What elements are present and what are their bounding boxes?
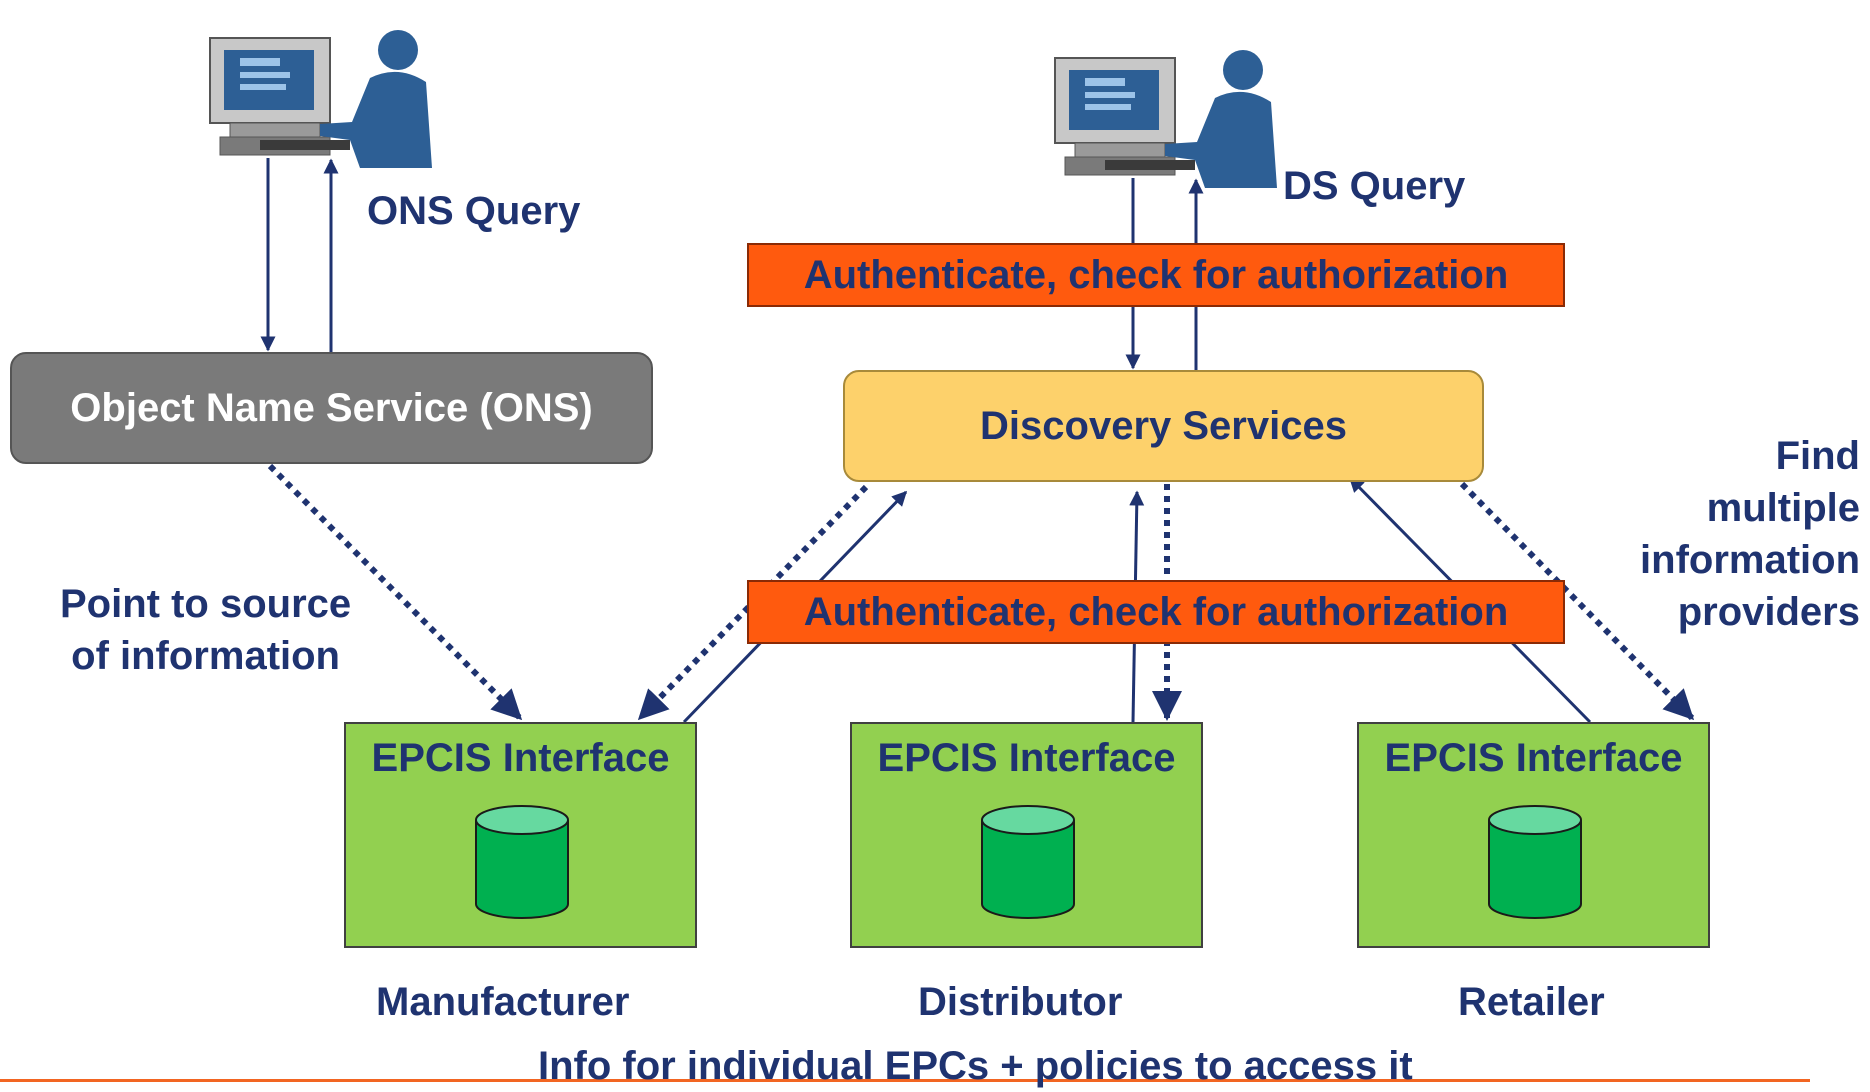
database-icon bbox=[475, 805, 569, 919]
owner-label-retailer: Retailer bbox=[1458, 980, 1605, 1024]
auth-bar-top: Authenticate, check for authorization bbox=[747, 243, 1565, 307]
epcis-box-retailer: EPCIS Interface bbox=[1357, 722, 1710, 948]
auth-bar-bottom-label: Authenticate, check for authorization bbox=[803, 589, 1509, 634]
epcis-box-distributor: EPCIS Interface bbox=[850, 722, 1203, 948]
epcis-title: EPCIS Interface bbox=[877, 736, 1176, 780]
ons-box-label: Object Name Service (ONS) bbox=[70, 385, 593, 430]
ons-box: Object Name Service (ONS) bbox=[10, 352, 653, 464]
user-at-computer-icon bbox=[1054, 50, 1277, 188]
auth-bar-bottom: Authenticate, check for authorization bbox=[747, 580, 1565, 644]
discovery-services-box: Discovery Services bbox=[843, 370, 1484, 482]
point-to-source-label: Point to source of information bbox=[60, 582, 352, 678]
epcis-title: EPCIS Interface bbox=[1384, 736, 1683, 780]
footer-rule bbox=[0, 1079, 1810, 1082]
ons-query-label: ONS Query bbox=[367, 189, 581, 233]
epcis-title: EPCIS Interface bbox=[371, 736, 670, 780]
footer-caption: Info for individual EPCs + policies to a… bbox=[538, 1044, 1413, 1088]
ds-query-label: DS Query bbox=[1283, 164, 1466, 208]
database-icon bbox=[1488, 805, 1582, 919]
epcis-box-manufacturer: EPCIS Interface bbox=[344, 722, 697, 948]
auth-bar-top-label: Authenticate, check for authorization bbox=[803, 252, 1509, 297]
owner-label-distributor: Distributor bbox=[918, 980, 1123, 1024]
database-icon bbox=[981, 805, 1075, 919]
owner-label-manufacturer: Manufacturer bbox=[376, 980, 630, 1024]
discovery-services-label: Discovery Services bbox=[980, 403, 1347, 448]
find-multiple-label: Find multiple information providers bbox=[1640, 434, 1860, 634]
user-at-computer-icon bbox=[209, 30, 432, 168]
